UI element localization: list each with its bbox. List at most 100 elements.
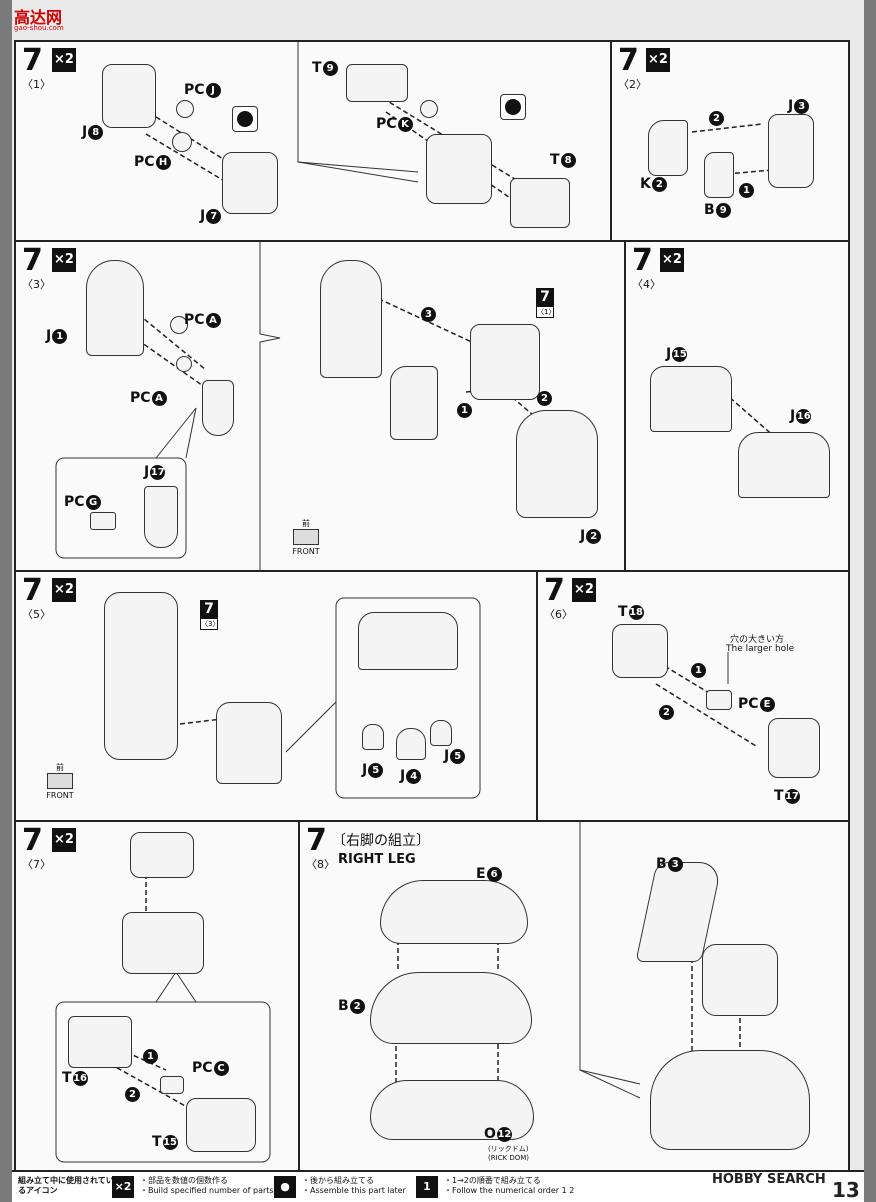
watermark-logo: 高达网 bbox=[14, 8, 63, 27]
part-pc-e bbox=[706, 690, 732, 710]
assembly-arrows bbox=[691, 123, 773, 175]
legend-text-2-en: ・Assemble this part later bbox=[302, 1186, 406, 1195]
part-j8 bbox=[102, 64, 156, 128]
note-jp: 穴の大きい方 bbox=[730, 635, 785, 645]
legend-text-3-jp: ・1→2の順番で組み立てる bbox=[444, 1176, 541, 1185]
multiply-icon: ×2 bbox=[646, 48, 670, 72]
part-j15-j16-assembly bbox=[216, 702, 282, 784]
part-b9 bbox=[704, 152, 734, 198]
o12-note-en: (RICK DOM) bbox=[488, 1154, 530, 1162]
legend-later-icon: ● bbox=[274, 1176, 296, 1198]
part-t8 bbox=[510, 178, 570, 228]
part-pc-j bbox=[176, 100, 194, 118]
part-t18 bbox=[612, 624, 668, 678]
multiply-icon: ×2 bbox=[572, 578, 596, 602]
order-1: 1 bbox=[690, 662, 706, 678]
part-j5-left bbox=[362, 724, 384, 750]
part-leg-assembly bbox=[104, 592, 178, 760]
part-step-7-1-block bbox=[470, 324, 540, 400]
step-number: 7 bbox=[544, 573, 565, 608]
icon-legend: 組み立て中に使用されているアイコン ×2 ・部品を数値の個数作る ・Build … bbox=[12, 1170, 864, 1202]
part-assembled-leg bbox=[650, 1050, 810, 1150]
part-j3 bbox=[768, 114, 814, 188]
multiply-icon: ×2 bbox=[52, 48, 76, 72]
part-j1 bbox=[86, 260, 144, 356]
legend-text-1-jp: ・部品を数値の個数作る bbox=[140, 1176, 228, 1185]
legend-text-1-en: ・Build specified number of parts bbox=[140, 1186, 274, 1195]
later-icon-2 bbox=[500, 94, 526, 120]
part-t9 bbox=[346, 64, 408, 102]
part-j15 bbox=[650, 366, 732, 432]
order-2: 2 bbox=[124, 1086, 140, 1102]
legend-text-3-en: ・Follow the numerical order 1 2 bbox=[444, 1186, 575, 1195]
step-number: 7 bbox=[618, 43, 639, 78]
step-sub: 〈3〉 bbox=[22, 278, 51, 291]
step-sub: 〈1〉 bbox=[22, 78, 51, 91]
step-sub: 〈8〉 bbox=[306, 858, 335, 871]
multiply-icon: ×2 bbox=[660, 248, 684, 272]
part-pc-a-lower bbox=[176, 356, 192, 372]
assembly-lines bbox=[179, 597, 481, 799]
part-joint-column bbox=[202, 380, 234, 436]
step-sub: 〈2〉 bbox=[618, 78, 647, 91]
o12-note-jp: (リックドム) bbox=[488, 1145, 529, 1153]
part-pc-c bbox=[160, 1076, 184, 1094]
ref-step-7-1: 7〈1〉 bbox=[536, 288, 556, 318]
assembly-lines bbox=[655, 652, 757, 747]
order-1: 1 bbox=[456, 402, 472, 418]
order-1: 1 bbox=[738, 182, 754, 198]
part-thruster-rack bbox=[358, 612, 458, 670]
site-mark: HOBBY SEARCH bbox=[712, 1172, 826, 1187]
multiply-icon: ×2 bbox=[52, 578, 76, 602]
part-k2 bbox=[648, 120, 688, 176]
part-j4 bbox=[396, 728, 426, 760]
watermark-url: gao-shou.com bbox=[14, 24, 64, 32]
part-pc-g bbox=[90, 512, 116, 530]
part-j5-right bbox=[430, 720, 452, 746]
ref-step-7-3: 7〈3〉 bbox=[200, 600, 220, 630]
step-number: 7 bbox=[22, 573, 43, 608]
order-2: 2 bbox=[658, 704, 674, 720]
order-1: 1 bbox=[142, 1048, 158, 1064]
step-sub: 〈4〉 bbox=[632, 278, 661, 291]
step-number: 7 bbox=[22, 43, 43, 78]
legend-order-icon: 1 bbox=[416, 1176, 438, 1198]
step-number: 7 bbox=[306, 823, 327, 858]
part-t15 bbox=[186, 1098, 256, 1152]
part-t16 bbox=[68, 1016, 132, 1068]
page-number: 13 bbox=[832, 1178, 860, 1202]
part-armor bbox=[390, 366, 438, 440]
part-b2 bbox=[370, 972, 532, 1044]
step-sub: 〈5〉 bbox=[22, 608, 51, 621]
